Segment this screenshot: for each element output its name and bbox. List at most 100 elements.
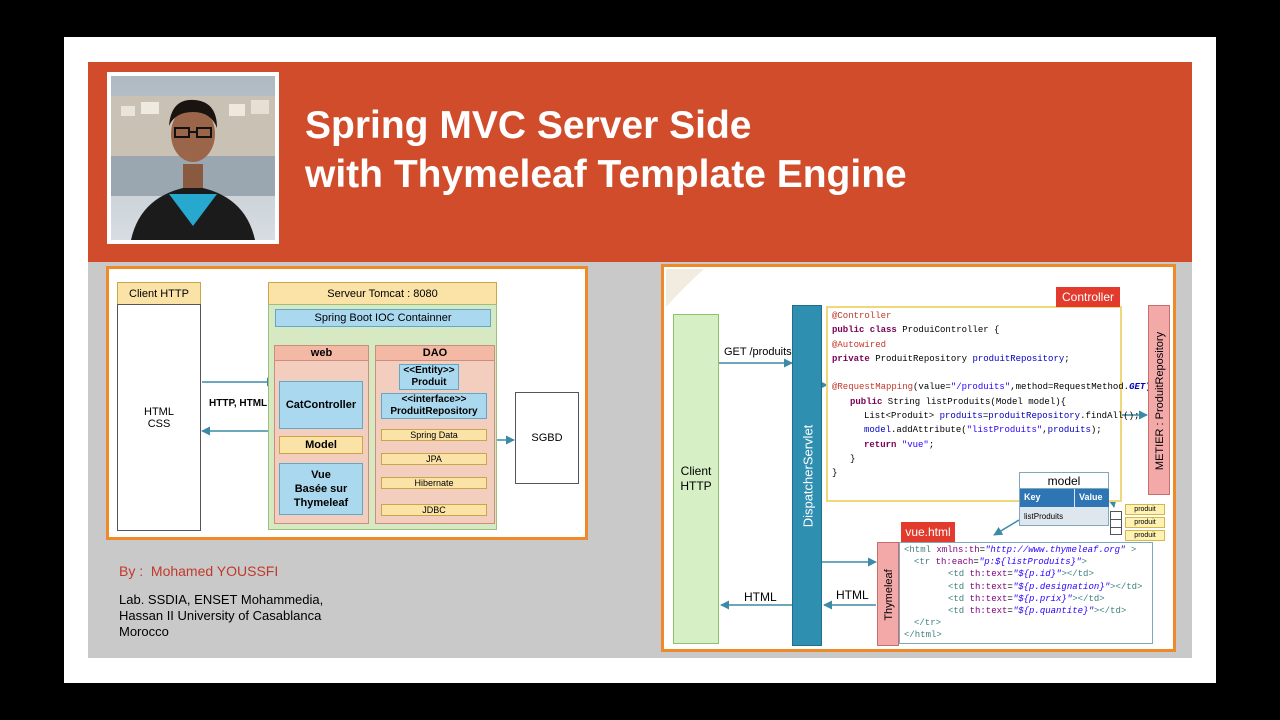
tpl-tag: > xyxy=(1081,557,1087,568)
tpl-text: = xyxy=(979,545,986,555)
tpl-tag: > xyxy=(1125,545,1137,555)
code-string: "/produits" xyxy=(950,382,1011,393)
code-annotation: @Autowired xyxy=(832,339,887,350)
web-layer-header: web xyxy=(274,345,369,361)
client-http-box: HTML CSS xyxy=(117,304,201,531)
code-keyword: public class xyxy=(832,325,897,336)
tpl-value: "${p.designation}" xyxy=(1012,581,1111,592)
ioc-container-bar: Spring Boot IOC Containner xyxy=(275,309,491,327)
tpl-text: = xyxy=(1007,581,1013,592)
produit-item-3: produit xyxy=(1125,530,1165,541)
tpl-tag: ></td> xyxy=(1110,581,1143,592)
tpl-tag: <td xyxy=(948,569,965,580)
by-label: By : xyxy=(119,563,144,579)
code-field: produitRepository xyxy=(972,353,1065,364)
model-title: model xyxy=(1019,472,1109,489)
vue-label-3: Thymeleaf xyxy=(293,497,349,509)
code-text: ; xyxy=(1064,353,1070,364)
client-http-header: Client HTTP xyxy=(117,282,201,305)
tpl-value: "p:${listProduits}" xyxy=(978,557,1082,568)
metier-repository-label: METIER : ProduitRepository xyxy=(1154,331,1166,471)
code-text: .findAll(); xyxy=(1080,411,1140,422)
title-line-2: with Thymeleaf Template Engine xyxy=(305,153,907,196)
tpl-text: = xyxy=(1007,569,1013,580)
controller-label: Controller xyxy=(1056,287,1120,307)
code-field: produits xyxy=(1047,425,1091,436)
architecture-diagram-panel: Client HTTP HTML CSS HTTP, HTML Serveur … xyxy=(106,266,588,540)
hibernate-layer: Hibernate xyxy=(381,477,487,489)
affiliation-line-2: Hassan II University of Casablanca xyxy=(119,608,322,623)
jdbc-layer: JDBC xyxy=(381,504,487,516)
template-code-box xyxy=(899,542,1153,644)
affiliation-line-3: Morocco xyxy=(119,624,169,639)
tpl-attr: xmlns:th xyxy=(931,545,980,555)
entity-stereotype: <<Entity>> xyxy=(403,365,455,376)
tpl-tag: <tr xyxy=(914,557,931,568)
author-line: By : Mohamed YOUSSFI xyxy=(119,563,278,579)
code-text: } xyxy=(850,453,856,464)
tpl-attr: th:text xyxy=(964,569,1008,580)
html-to-client-label: HTML xyxy=(744,590,777,604)
list-container xyxy=(1110,511,1122,535)
client-label-2: HTTP xyxy=(680,479,712,493)
entity-name: Produit xyxy=(411,377,447,388)
code-field: produitRepository xyxy=(988,411,1081,422)
interface-name: ProduitRepository xyxy=(390,406,478,417)
code-text: ; xyxy=(928,439,935,450)
code-text: , xyxy=(1042,425,1048,436)
dispatcher-servlet-bar: DispatcherServlet xyxy=(792,305,822,646)
client-css-label: CSS xyxy=(147,417,171,430)
model-table: Key Value listProduits xyxy=(1019,488,1109,526)
tpl-tag: ></td> xyxy=(1072,593,1105,604)
jpa-layer: JPA xyxy=(381,453,487,465)
tpl-value: "${p.id}" xyxy=(1012,569,1062,580)
tpl-tag: ></td> xyxy=(1061,569,1094,580)
protocol-label: HTTP, HTML xyxy=(209,398,268,409)
client-http-box: Client HTTP xyxy=(673,314,719,644)
tpl-tag: <td xyxy=(948,593,965,604)
client-html-label: HTML xyxy=(144,405,174,418)
metier-repository-bar: METIER : ProduitRepository xyxy=(1148,305,1170,495)
code-text: ) xyxy=(1145,382,1150,392)
code-keyword: return xyxy=(864,439,897,450)
code-text: .addAttribute( xyxy=(891,425,967,436)
code-text: = xyxy=(982,411,989,422)
produit-item-1: produit xyxy=(1125,504,1165,515)
code-text: String listProduits(Model model){ xyxy=(882,396,1067,407)
entity-produit-box: <<Entity>> Produit xyxy=(399,364,459,390)
tpl-text: = xyxy=(973,557,979,568)
vue-thymeleaf-box: Vue Basée sur Thymeleaf xyxy=(279,463,363,515)
model-entry-key: listProduits xyxy=(1024,512,1064,521)
tpl-attr: th:each xyxy=(930,557,974,568)
mvc-flow-diagram-panel: Client HTTP GET /produits DispatcherServ… xyxy=(661,264,1176,652)
tpl-attr: th:text xyxy=(964,593,1008,604)
code-field: produits xyxy=(939,411,983,422)
spring-data-layer: Spring Data xyxy=(381,429,487,441)
thymeleaf-bar: Thymeleaf xyxy=(877,542,899,646)
code-text: } xyxy=(832,468,838,479)
tpl-text: = xyxy=(1007,593,1013,604)
vue-html-label: vue.html xyxy=(901,522,955,542)
produit-repository-box: <<interface>> ProduitRepository xyxy=(381,393,487,419)
code-field: GET xyxy=(1129,382,1146,393)
code-text: ,method=RequestMethod. xyxy=(1010,382,1130,393)
title-line-1: Spring MVC Server Side xyxy=(305,104,752,147)
dispatcher-servlet-label: DispatcherServlet xyxy=(800,424,816,528)
vue-label-2: Basée sur xyxy=(294,483,348,495)
tpl-tag: </html> xyxy=(904,630,942,641)
tpl-value: "${p.prix}" xyxy=(1012,593,1073,604)
tpl-tag: </tr> xyxy=(914,618,942,629)
code-text: ); xyxy=(1090,425,1102,436)
author-name: Mohamed YOUSSFI xyxy=(150,563,279,579)
template-code: <html xmlns:th="http://www.thymeleaf.org… xyxy=(904,544,1142,642)
produit-item-2: produit xyxy=(1125,517,1165,528)
model-box: Model xyxy=(279,436,363,454)
controller-code: @Controller public class ProduiControlle… xyxy=(832,309,1151,481)
code-keyword: private xyxy=(832,353,870,364)
dao-layer-box xyxy=(375,360,495,524)
controller-box xyxy=(826,306,1122,502)
tpl-attr: th:text xyxy=(964,606,1008,617)
tomcat-server-header: Serveur Tomcat : 8080 xyxy=(268,282,497,305)
code-text: ProduitRepository xyxy=(869,353,973,364)
thymeleaf-label: Thymeleaf xyxy=(883,569,895,621)
